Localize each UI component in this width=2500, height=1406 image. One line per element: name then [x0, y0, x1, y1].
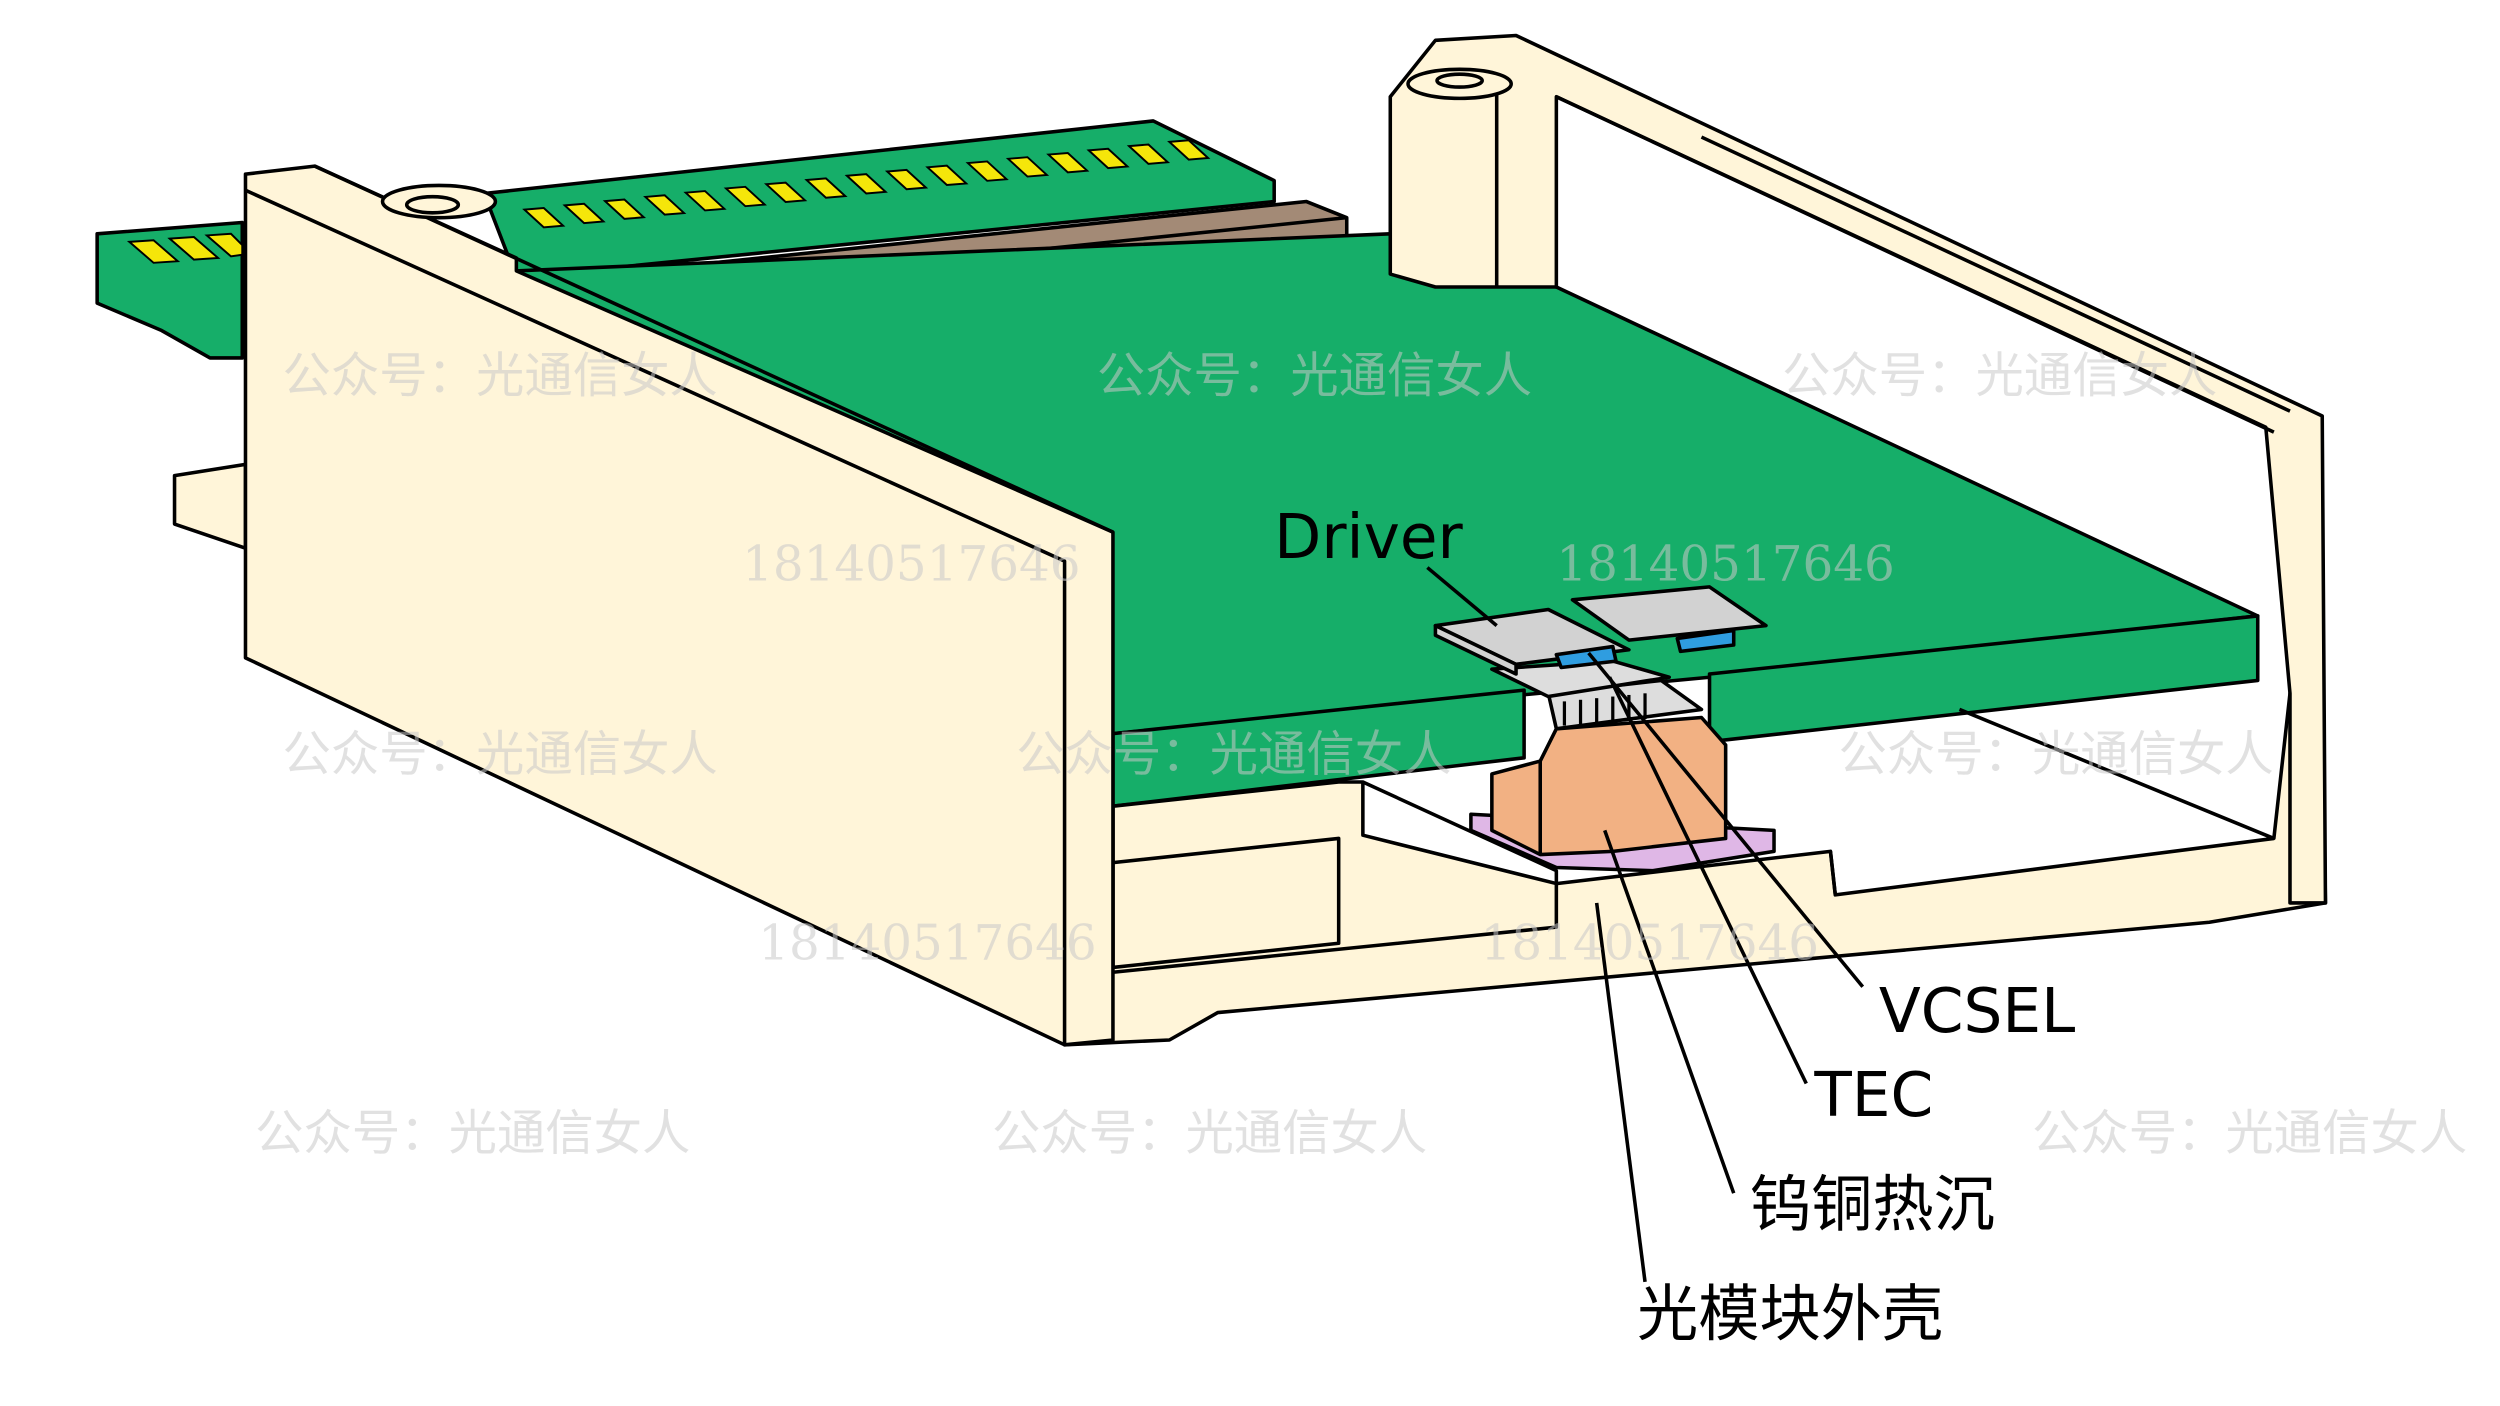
watermark-account: 公众号：光通信女人 [255, 1106, 690, 1162]
gold-finger-contact [522, 206, 566, 229]
watermark-phone: 18140517646 [742, 536, 1080, 592]
watermark-account: 公众号：光通信女人 [1016, 727, 1451, 783]
gold-finger-contact [1167, 139, 1211, 161]
watermark-account: 公众号：光通信女人 [1839, 727, 2274, 783]
gold-finger-contact [1086, 147, 1130, 170]
watermark-account: 公众号：光通信女人 [2032, 1106, 2467, 1162]
watermark-phone: 18140517646 [758, 915, 1096, 971]
label-heatsink: 钨铜热沉 [1750, 1169, 1995, 1240]
pcb-edge-tab [95, 220, 245, 360]
gold-finger-contact [764, 181, 808, 203]
leader-lines [1426, 566, 1865, 1283]
gold-finger-contact [1046, 151, 1090, 174]
watermark-account: 公众号：光通信女人 [283, 348, 718, 404]
gold-finger-contact [884, 168, 929, 191]
gold-finger-contact [602, 198, 647, 220]
gold-finger-contact [965, 160, 1009, 182]
gold-finger-contact [1126, 143, 1171, 165]
watermark-account: 公众号：光通信女人 [1782, 348, 2217, 404]
label-housing: 光模块外壳 [1637, 1279, 1943, 1350]
watermark-phone: 18140517646 [1556, 536, 1894, 592]
gold-finger-contact [925, 164, 969, 187]
label-vcsel: VCSEL [1879, 976, 2075, 1047]
watermarks: 公众号：光通信女人 公众号：光通信女人 公众号：光通信女人 公众号：光通信女人 … [255, 348, 2467, 1162]
tec-cooler [1490, 659, 1704, 731]
pcb-gold-fingers [482, 119, 1276, 280]
label-tec: TEC [1813, 1060, 1933, 1131]
watermark-account: 公众号：光通信女人 [1097, 348, 1532, 404]
vcsel-chips [1554, 628, 1736, 670]
watermark-phone: 18140517646 [1481, 915, 1819, 971]
gold-finger-contact [683, 190, 727, 212]
gold-finger-contact [1005, 156, 1050, 178]
watermark-account: 公众号：光通信女人 [283, 727, 718, 783]
housing-left-wall [172, 164, 1115, 1047]
label-driver: Driver [1274, 502, 1463, 573]
gold-finger-contact [804, 177, 848, 199]
housing-right-wall [1388, 33, 2328, 905]
watermark-account: 公众号：光通信女人 [992, 1106, 1427, 1162]
gold-finger-contact [723, 185, 767, 208]
gold-finger-contact [844, 173, 888, 195]
gold-finger-contact [562, 202, 606, 225]
gold-finger-contact [643, 194, 687, 216]
